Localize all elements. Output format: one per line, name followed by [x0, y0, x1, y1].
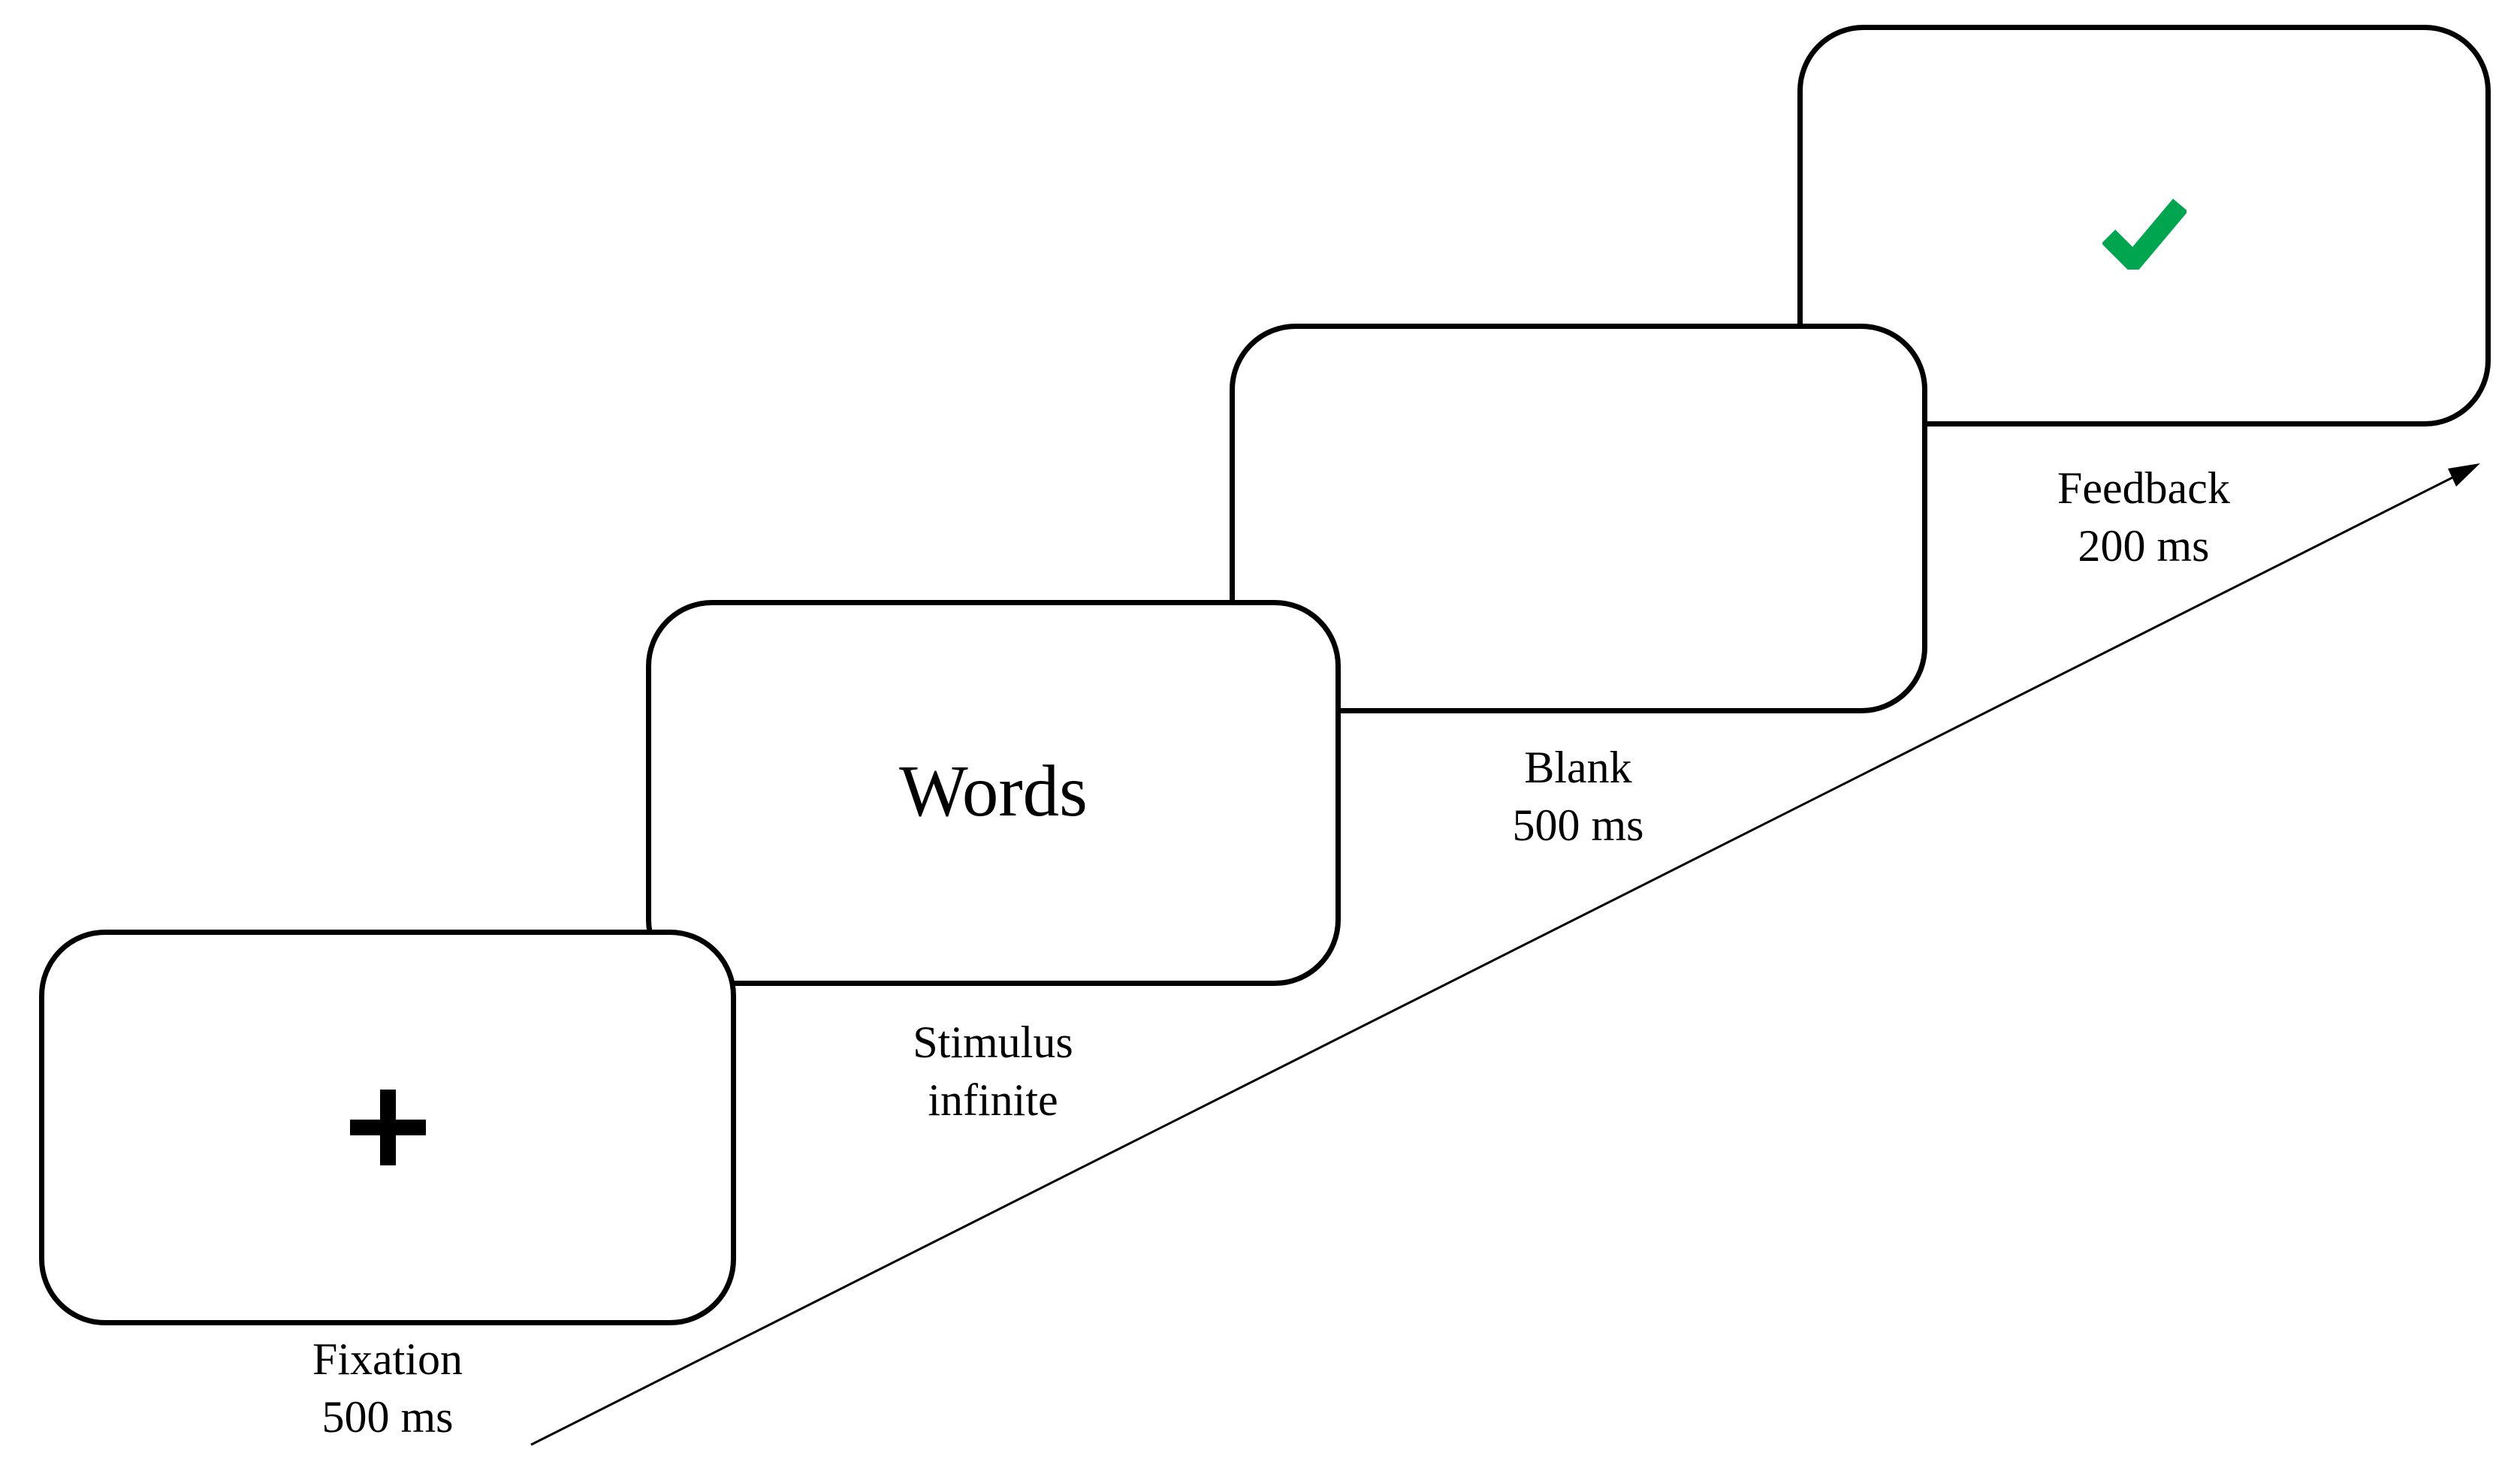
stimulus-word-text: Words	[899, 750, 1088, 831]
feedback-label-duration: 200 ms	[2078, 521, 2210, 571]
blank-label-name: Blank	[1524, 743, 1632, 792]
fixation-label: Fixation 500 ms	[177, 1331, 598, 1446]
stimulus-label: Stimulus infinite	[783, 1014, 1203, 1129]
fixation-label-duration: 500 ms	[321, 1392, 454, 1442]
stimulus-label-name: Stimulus	[913, 1017, 1073, 1067]
checkmark-icon	[2102, 198, 2187, 270]
screen-stimulus: Words	[646, 600, 1341, 986]
screen-fixation	[39, 930, 736, 1325]
blank-label-duration: 500 ms	[1512, 800, 1644, 850]
screen-blank	[1230, 324, 1927, 713]
blank-label: Blank 500 ms	[1368, 739, 1788, 855]
screen-feedback	[1797, 25, 2491, 427]
stimulus-label-duration: infinite	[928, 1075, 1058, 1125]
feedback-label: Feedback 200 ms	[1933, 460, 2354, 575]
fixation-label-name: Fixation	[312, 1334, 463, 1384]
feedback-label-name: Feedback	[2057, 463, 2230, 513]
fixation-cross-icon	[349, 1090, 426, 1165]
